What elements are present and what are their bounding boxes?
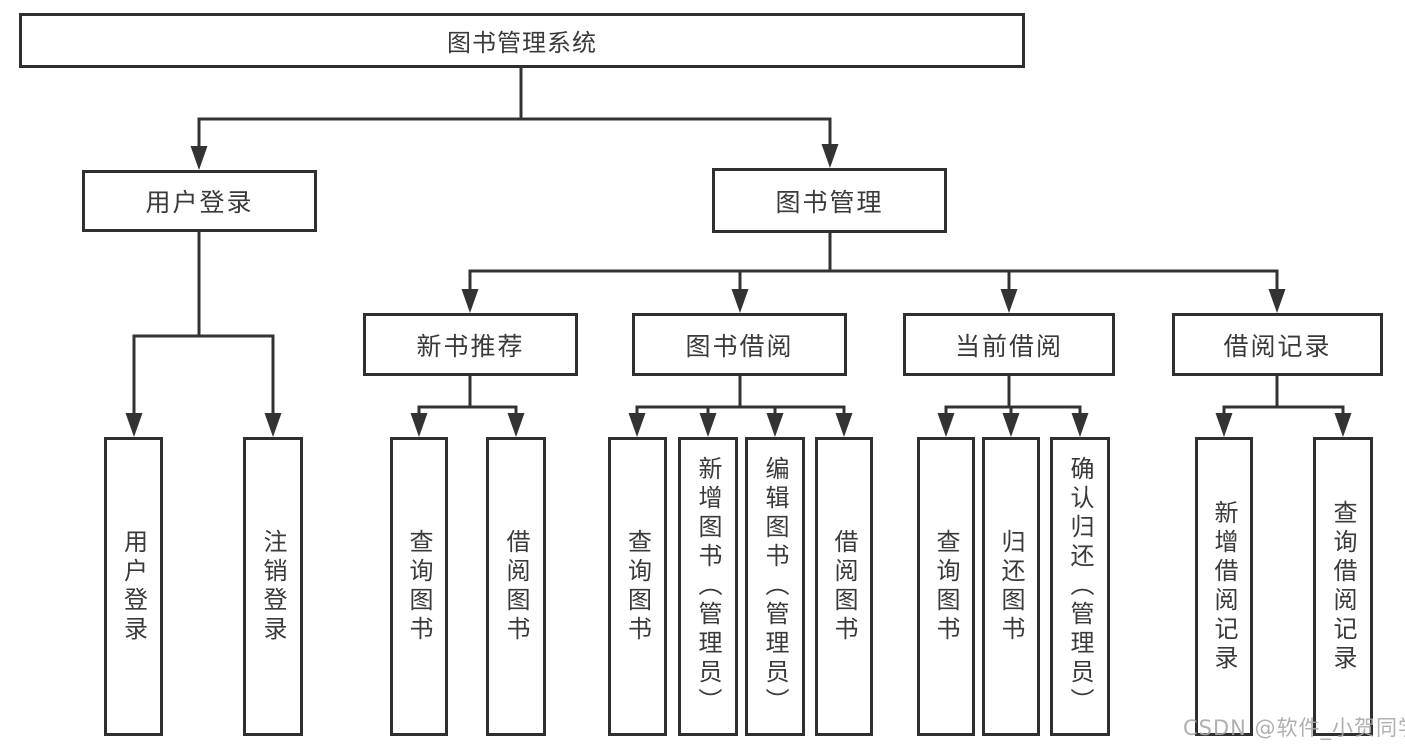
node-label: 查询图书 xyxy=(932,528,960,645)
node-current-borrow: 当前借阅 xyxy=(903,313,1115,376)
leaf-query-books-current: 查询图书 xyxy=(917,437,975,736)
node-label: 借阅图书 xyxy=(830,528,858,645)
node-book-management: 图书管理 xyxy=(712,168,947,233)
leaf-user-login: 用户登录 xyxy=(104,437,163,736)
node-label: 图书管理 xyxy=(775,187,884,217)
node-label: 确认归还（管理员） xyxy=(1066,456,1094,717)
node-borrow-records: 借阅记录 xyxy=(1172,313,1383,376)
leaf-confirm-return-admin: 确认归还（管理员） xyxy=(1050,437,1110,736)
node-label: 编辑图书（管理员） xyxy=(761,456,789,717)
node-label: 当前借阅 xyxy=(954,331,1063,361)
leaf-borrow-books-recommend: 借阅图书 xyxy=(486,437,546,736)
node-label: 新增借阅记录 xyxy=(1210,499,1238,674)
node-label: 查询图书 xyxy=(623,528,652,645)
node-label: 用户登录 xyxy=(145,188,254,217)
node-label: 借阅图书 xyxy=(502,528,530,645)
node-label: 归还图书 xyxy=(997,528,1025,645)
leaf-add-books-admin: 新增图书（管理员） xyxy=(678,437,738,736)
leaf-query-books-borrow: 查询图书 xyxy=(608,437,667,736)
node-new-book-recommend: 新书推荐 xyxy=(363,313,578,376)
node-label: 新书推荐 xyxy=(416,331,525,361)
leaf-query-borrow-record: 查询借阅记录 xyxy=(1313,437,1373,736)
node-label: 用户登录 xyxy=(119,528,148,645)
node-label: 新增图书（管理员） xyxy=(694,456,722,717)
leaf-query-books-recommend: 查询图书 xyxy=(390,437,448,736)
leaf-return-books: 归还图书 xyxy=(982,437,1040,736)
node-library-management-system: 图书管理系统 xyxy=(19,13,1025,68)
csdn-watermark: CSDN @软件_小贺同学 xyxy=(1183,716,1405,740)
leaf-logout: 注销登录 xyxy=(243,437,303,736)
node-user-login: 用户登录 xyxy=(82,170,317,232)
leaf-borrow-books: 借阅图书 xyxy=(815,437,873,736)
node-label: 借阅记录 xyxy=(1223,331,1332,361)
node-book-borrow: 图书借阅 xyxy=(632,313,847,376)
node-label: 注销登录 xyxy=(259,528,287,645)
node-label: 图书借阅 xyxy=(685,331,794,361)
leaf-edit-books-admin: 编辑图书（管理员） xyxy=(745,437,805,736)
node-label: 查询借阅记录 xyxy=(1329,499,1357,674)
node-label: 查询图书 xyxy=(405,528,433,645)
leaf-add-borrow-record: 新增借阅记录 xyxy=(1195,437,1253,736)
node-label: 图书管理系统 xyxy=(447,29,597,57)
